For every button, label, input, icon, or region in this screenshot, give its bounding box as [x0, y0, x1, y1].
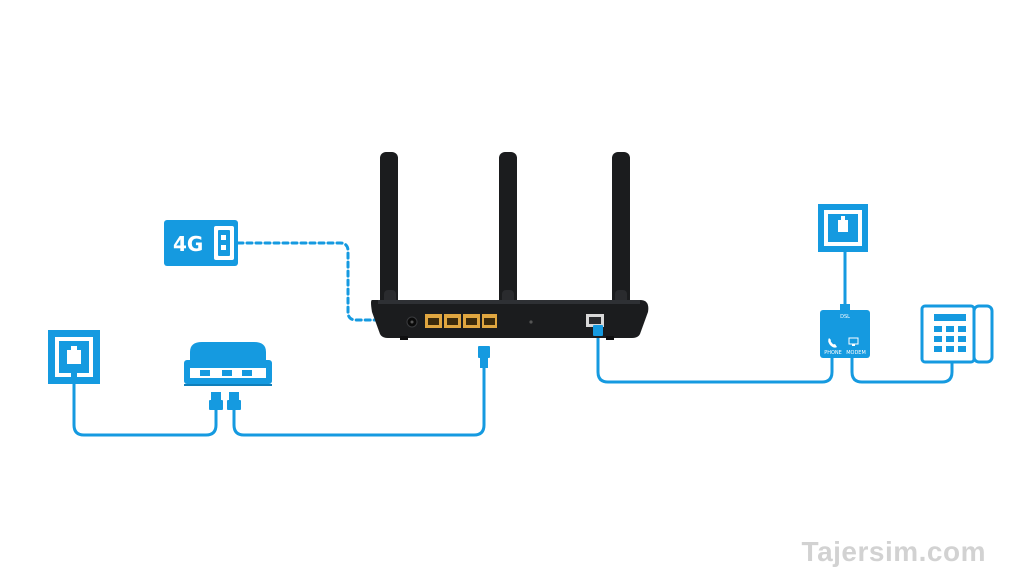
cable-modem-to-router: [232, 366, 486, 437]
splitter-left-label: PHONE: [824, 350, 842, 356]
telephone-icon: [920, 304, 994, 364]
cable-wall-to-modem: [72, 368, 218, 437]
modem-badge-label: 4G: [173, 232, 203, 256]
phone-glyph-icon: [828, 338, 837, 348]
cables: [72, 241, 954, 437]
ethernet-plug-icon: [478, 346, 490, 368]
splitter-right-label: MODEM: [846, 350, 866, 356]
splitter-top-label: DSL: [840, 314, 850, 320]
watermark: Tajersim.com: [801, 536, 986, 567]
splitter: DSL PHONE MODEM: [820, 304, 870, 358]
cable-router-to-splitter: [596, 334, 834, 384]
cable-splitter-to-phone: [850, 354, 954, 384]
router: [371, 152, 649, 368]
usb-modem-icon: 4G: [164, 220, 238, 266]
ethernet-ports: [425, 314, 497, 328]
dsl-plug: [593, 325, 603, 336]
wall-socket-icon: [818, 204, 868, 252]
wall-socket-icon: [48, 330, 100, 384]
ethernet-plug-icon: [209, 392, 241, 410]
4g-wireless-link: [236, 241, 386, 322]
isp-modem: [184, 342, 272, 410]
